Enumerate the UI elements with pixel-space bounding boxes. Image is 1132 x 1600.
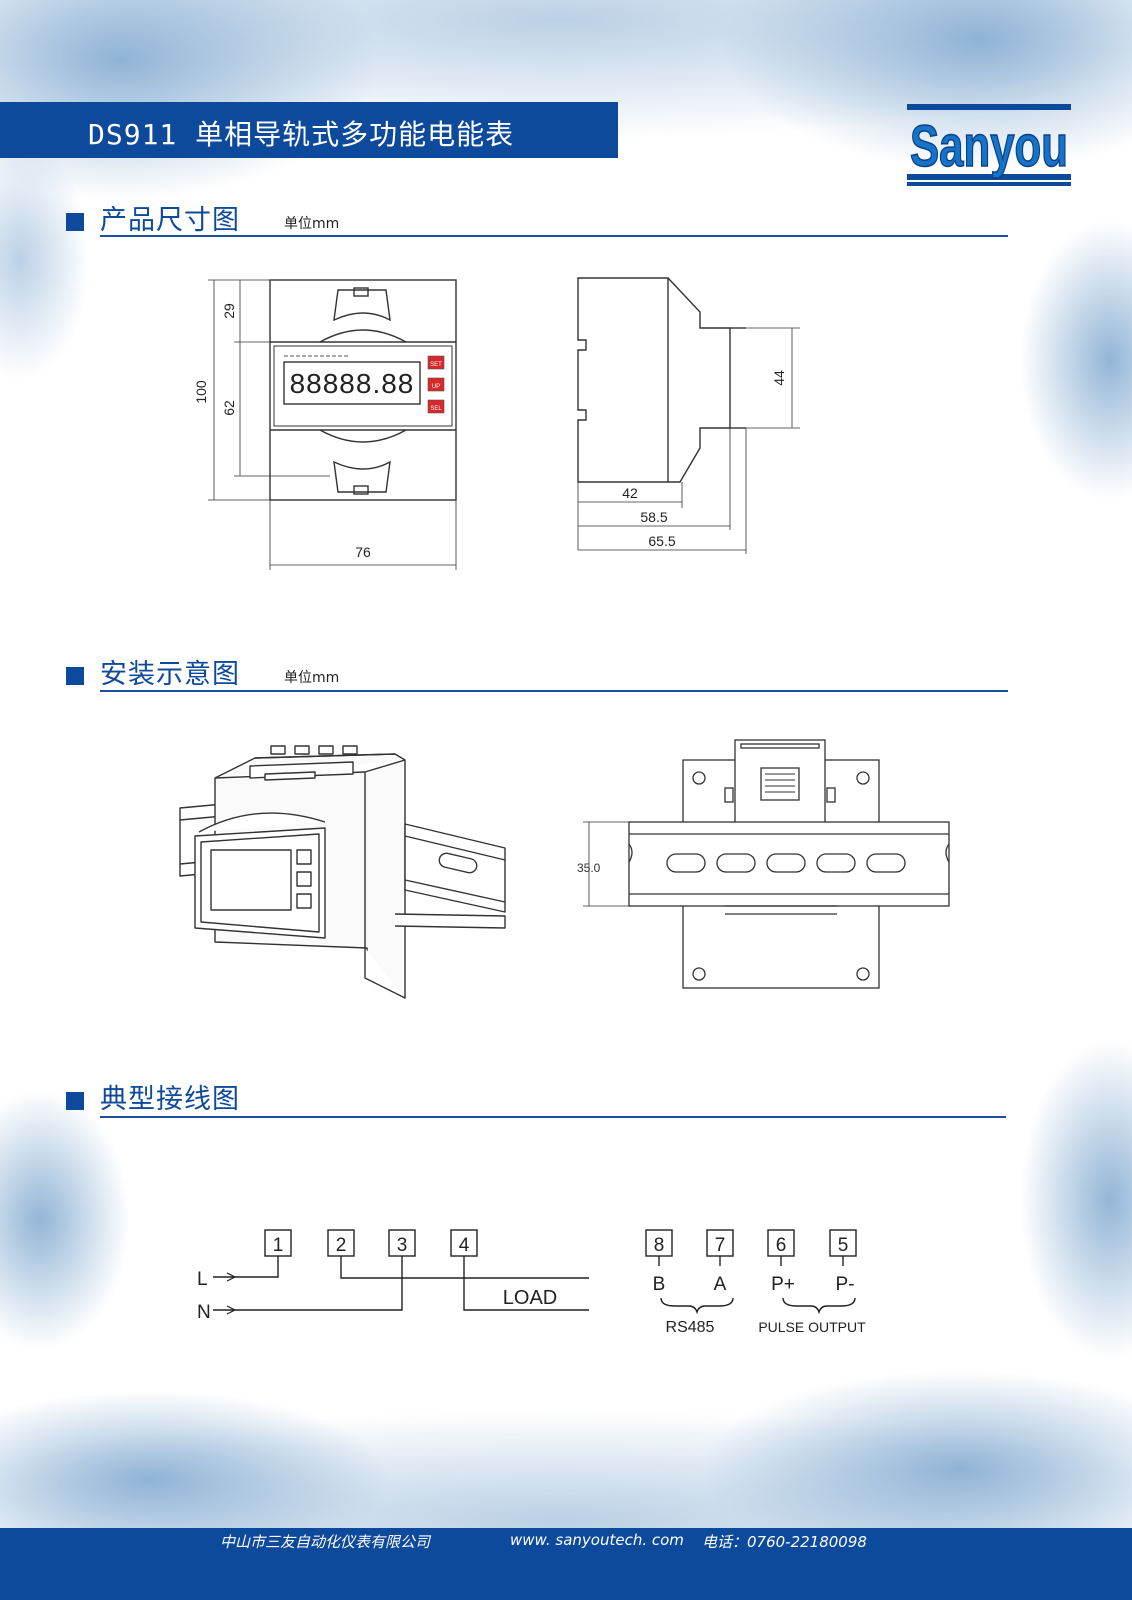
comm-label-a: A — [714, 1274, 727, 1295]
sanyou-logo: Sanyou — [907, 104, 1071, 186]
footer-phone: 电话：0760-22180098 — [702, 1533, 867, 1551]
dim-100: 100 — [193, 380, 209, 404]
front-view-drawing: 88888.88 SET UP SEL 29 100 62 76 — [193, 279, 457, 570]
footer-company: 中山市三友自动化仪表有限公司 — [220, 1533, 431, 1551]
footer-website: www. sanyoutech. com — [510, 1531, 684, 1549]
comm-label-b: B — [653, 1274, 666, 1295]
rail-front-drawing: 35.0 — [577, 739, 950, 989]
terminal-4-label: 4 — [459, 1235, 470, 1256]
section-bullet-icon — [66, 1092, 84, 1110]
isometric-install-drawing — [179, 745, 506, 999]
wiring-diagram: 1 2 3 4 8 7 6 5 B A P+ P- L N LOAD RS485… — [197, 1229, 866, 1336]
section-title: 产品尺寸图 — [100, 205, 240, 236]
section-divider — [100, 235, 1008, 237]
load-label: LOAD — [503, 1287, 557, 1309]
section-divider — [100, 690, 1008, 692]
input-l-label: L — [197, 1269, 208, 1290]
dim-76: 76 — [355, 544, 371, 560]
arrow-icon — [226, 1272, 237, 1282]
rs485-label: RS485 — [666, 1319, 715, 1336]
button-label: SEL — [430, 406, 442, 412]
terminal-7-label: 7 — [715, 1235, 726, 1256]
dim-65-5: 65.5 — [648, 533, 675, 549]
logo-text: Sanyou — [910, 114, 1068, 179]
section-bullet-icon — [66, 213, 84, 231]
arrow-icon — [226, 1305, 237, 1315]
comm-label-p-plus: P+ — [771, 1274, 795, 1295]
section-header-wiring: 典型接线图 — [66, 1077, 240, 1116]
title-bar — [0, 102, 618, 158]
terminal-8-label: 8 — [654, 1235, 665, 1256]
dim-44: 44 — [771, 370, 787, 386]
section-unit: 单位mm — [284, 670, 340, 686]
dim-42: 42 — [622, 485, 638, 501]
dim-29: 29 — [221, 303, 237, 319]
pulse-output-label: PULSE OUTPUT — [758, 1319, 866, 1335]
front-buttons: SET UP SEL — [427, 355, 445, 414]
terminal-6-label: 6 — [776, 1235, 787, 1256]
section-header-dimensions: 产品尺寸图 单位mm — [66, 198, 339, 237]
section-header-installation: 安装示意图 单位mm — [66, 652, 339, 691]
comm-label-p-minus: P- — [836, 1274, 855, 1295]
terminal-1-label: 1 — [273, 1235, 284, 1256]
terminal-5-label: 5 — [838, 1235, 849, 1256]
dim-35: 35.0 — [577, 861, 601, 875]
page-title: DS911 单相导轨式多功能电能表 — [88, 118, 515, 151]
section-divider — [100, 1116, 1006, 1118]
section-title: 典型接线图 — [100, 1084, 240, 1115]
side-view-drawing: 44 42 58.5 65.5 — [577, 277, 800, 554]
dim-58-5: 58.5 — [640, 509, 667, 525]
section-bullet-icon — [66, 667, 84, 685]
button-label: UP — [432, 384, 440, 390]
section-title: 安装示意图 — [100, 659, 240, 690]
terminal-2-label: 2 — [336, 1235, 347, 1256]
terminal-3-label: 3 — [397, 1235, 408, 1256]
button-label: SET — [430, 362, 442, 368]
footer-bar — [0, 1528, 1132, 1600]
lcd-display-text: 88888.88 — [290, 368, 415, 399]
dim-62: 62 — [221, 400, 237, 416]
input-n-label: N — [197, 1302, 211, 1323]
section-unit: 单位mm — [284, 216, 340, 232]
